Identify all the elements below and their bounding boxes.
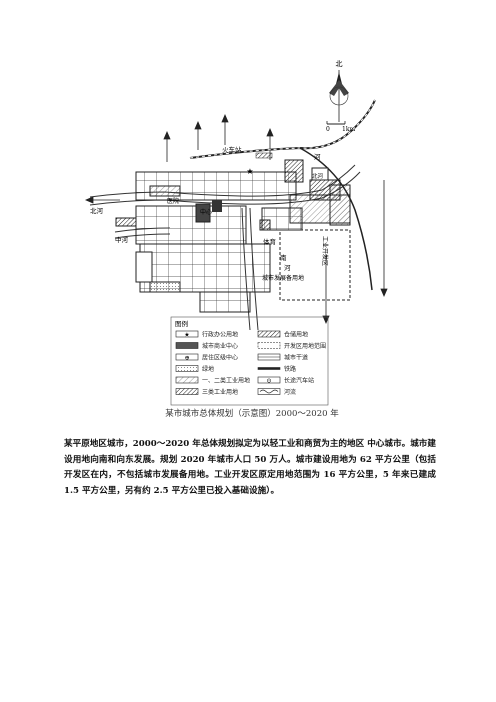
river-wave-icon [257,388,281,395]
legend-item: 城市干道 [257,353,308,362]
hatch-light-icon [175,376,199,384]
body-paragraph: 某平原地区城市，2000～2020 年总体规划拟定为以轻工业和商贸为主的地区 中… [64,439,436,496]
river-west-label: 北河 [90,207,104,215]
legend-item-label: 居住区级中心 [202,354,238,362]
legend-item-label: 仓储用地 [284,331,308,339]
dark-block-icon [175,342,199,349]
legend-item: ⊕ 居住区级中心 [175,353,238,362]
land-use-blocks [115,159,351,293]
legend-item-label: 城市商业中心 [202,342,238,350]
legend-item: ★ 行政办公用地 [175,330,238,339]
river-south-label: 河 [284,264,291,272]
legend-title: 图例 [175,319,188,328]
legend-item: 三类工业用地 [175,388,238,396]
hatch-dense-icon [257,330,281,338]
admin-star-icon: ★ [246,167,253,176]
legend-item: ⊙ 长途汽车站 [257,376,314,385]
legend-item: 城市商业中心 [175,342,238,350]
circle-cross-icon: ⊕ [175,353,199,362]
river-east-label: 河 [314,153,321,161]
legend-item-label: 铁路 [284,365,296,373]
south-label: 南 [280,253,287,262]
tower-label: 北河 [312,172,324,180]
development-zone-label: 工业开发区 [321,236,329,266]
city-plan-map: 北 0 1km [84,60,388,406]
hospital-label: 医院 [167,197,179,205]
legend-item-label: 三类工业用地 [202,388,238,396]
development-zone-boundary [279,229,351,301]
svg-text:⊙: ⊙ [266,378,271,385]
railway-line-icon [257,367,281,370]
svg-text:★: ★ [184,332,189,339]
scale-label: 1km [342,126,355,133]
compass-icon: 北 [329,60,349,122]
legend-item: 开发区用地范围 [257,342,326,350]
stadium-label: 体育 [263,237,277,246]
legend-item: 一、二类工业用地 [175,376,250,385]
legend-item-label: 行政办公用地 [202,331,238,339]
north-label: 北 [336,60,343,68]
legend-item-label: 长途汽车站 [284,377,314,385]
river-mid-label: 中河 [115,235,129,244]
legend-item-label: 一、二类工业用地 [202,377,250,385]
backup-land-label: 城市发展备用地 [262,274,304,282]
dotted-fill-icon [175,365,199,372]
railway-line [189,99,376,291]
center-label: 中心 [200,208,212,216]
legend-item: 河流 [257,388,296,396]
hatch-bold-icon [175,388,199,395]
scale-zero: 0 [326,126,330,133]
map-arrows [84,113,388,325]
legend-item: 仓储用地 [257,330,308,339]
figure-caption: 某市城市总体规划（示意图）2000～2020 年 [165,409,339,419]
railway-station-label: 火车站 [222,145,242,154]
dashed-box-icon [257,342,281,349]
scale-bar: 0 1km [326,121,355,133]
bus-station-icon: ⊙ [257,376,281,385]
legend-item-label: 城市干道 [284,354,308,362]
svg-text:⊕: ⊕ [184,355,189,362]
star-symbol-icon: ★ [175,330,199,339]
legend-item-label: 开发区用地范围 [284,342,326,350]
legend-item: 绿地 [175,365,214,373]
legend-item: 铁路 [257,365,296,373]
double-line-icon [257,353,281,361]
legend-item-label: 河流 [284,388,296,396]
legend-item-label: 绿地 [202,365,214,373]
